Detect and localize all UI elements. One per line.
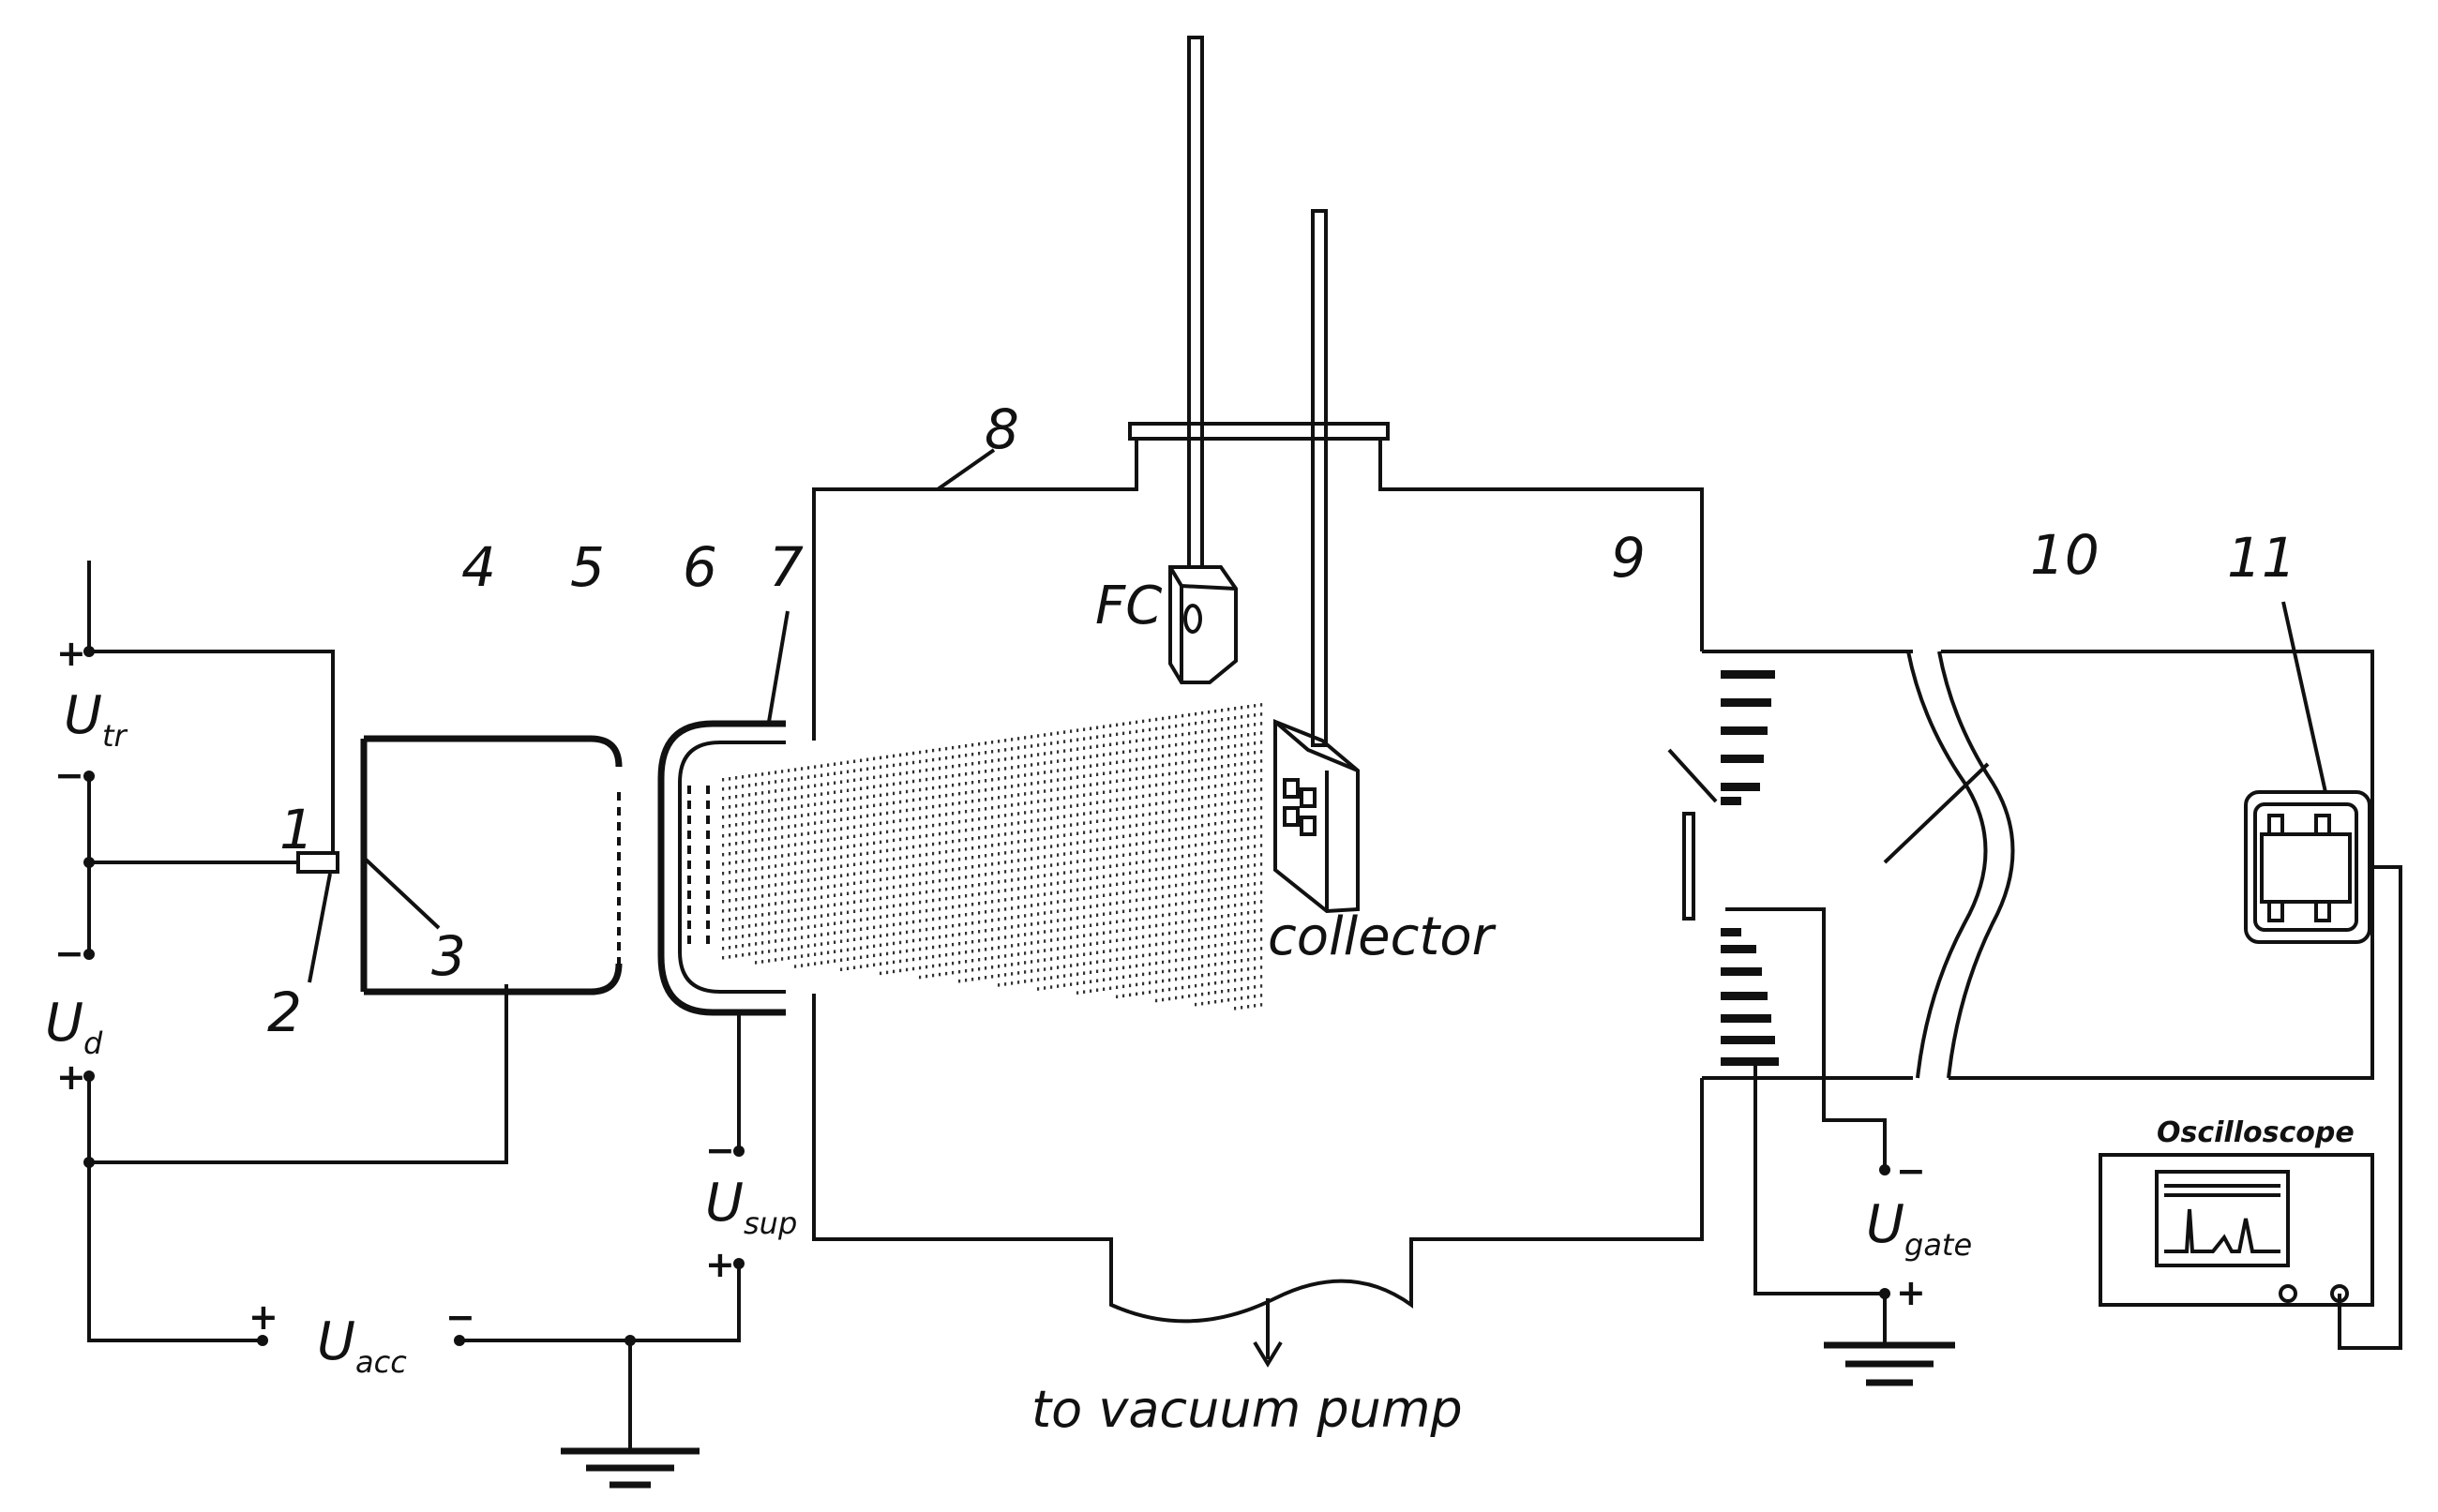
ud-label: Ud — [45, 993, 103, 1061]
gate-plate-bar — [1721, 797, 1741, 805]
oscilloscope — [2099, 1153, 2374, 1307]
gate-plate-bar — [1721, 726, 1768, 735]
ugate-minus-sign: − — [1896, 1150, 1926, 1191]
emitter-tip — [296, 851, 339, 874]
gate-plate-bar — [1721, 783, 1760, 791]
gate-plate-bar — [1721, 967, 1762, 976]
collector-label: collector — [1268, 906, 1497, 967]
gate-plate-bar — [1721, 928, 1741, 936]
label-2: 2 — [267, 981, 302, 1044]
utr-minus-sign: − — [54, 755, 84, 796]
label-7: 7 — [769, 535, 804, 599]
extraction-electrodes — [657, 720, 786, 1151]
top-flange — [1128, 422, 1390, 441]
faraday-cup — [1168, 36, 1238, 684]
ud-minus-sign: − — [54, 933, 84, 974]
usup-label: Usup — [705, 1173, 797, 1241]
terminal-utr-plus — [83, 646, 95, 657]
label-4: 4 — [461, 535, 496, 599]
vacuum-pump-label: to vacuum pump — [1031, 1380, 1463, 1439]
terminal-uacc-plus — [257, 1335, 268, 1346]
gate-plate-bar — [1721, 698, 1771, 707]
junction-node — [83, 857, 95, 868]
label-9: 9 — [1611, 526, 1646, 590]
gate-plate — [1682, 812, 1695, 921]
junction-node — [83, 1157, 95, 1168]
text-labels: 1 2 3 4 5 6 7 8 9 10 11 FC collector to … — [45, 397, 2355, 1439]
gate-plate-bar — [1721, 992, 1768, 1000]
terminal-ud-minus — [83, 949, 95, 960]
label-3: 3 — [431, 924, 466, 988]
uacc-plus-sign: + — [248, 1296, 278, 1338]
detector — [2244, 601, 2402, 1350]
collector — [1273, 209, 1360, 914]
gate-plate-bar — [1721, 945, 1756, 953]
ion-source — [296, 735, 623, 996]
label-1: 1 — [279, 798, 314, 861]
ion-beam — [722, 703, 1263, 1010]
terminal-ugate-plus — [1879, 1288, 1890, 1299]
terminal-utr-minus — [83, 771, 95, 782]
terminal-ud-plus — [83, 1070, 95, 1082]
utr-plus-sign: + — [56, 633, 86, 674]
faraday-cup-label: FC — [1095, 576, 1162, 636]
ugate-plus-sign: + — [1896, 1272, 1926, 1313]
number-leaders — [308, 610, 1718, 983]
label-10: 10 — [2030, 523, 2099, 587]
label-8: 8 — [985, 397, 1019, 461]
gate-plate-bar — [1721, 1036, 1775, 1044]
label-5: 5 — [570, 535, 605, 599]
uacc-minus-sign: − — [445, 1296, 475, 1338]
gate-plate-bar — [1721, 1057, 1779, 1066]
drift-tube — [1702, 650, 2374, 1080]
gate-plate-bar — [1721, 670, 1775, 679]
ud-plus-sign: + — [56, 1056, 86, 1098]
gate-plate-bar — [1721, 755, 1764, 763]
label-11: 11 — [2227, 526, 2296, 590]
ground-junction — [625, 1335, 636, 1346]
ugate-label: Ugate — [1866, 1194, 1972, 1263]
terminal-usup-plus — [733, 1258, 745, 1269]
gate-plate-bar — [1721, 1014, 1771, 1023]
terminal-ugate-minus — [1879, 1164, 1890, 1175]
label-6: 6 — [683, 535, 717, 599]
usup-minus-sign: − — [705, 1130, 735, 1171]
usup-plus-sign: + — [705, 1244, 735, 1285]
uacc-label: Uacc — [317, 1311, 407, 1380]
vacuum-chamber — [812, 422, 1704, 1368]
utr-label: Utr — [64, 685, 128, 754]
left-power-circuit — [83, 561, 745, 1489]
gate-plates — [1721, 670, 1779, 1066]
oscilloscope-label: Oscilloscope — [2157, 1116, 2355, 1149]
terminal-uacc-minus — [454, 1335, 465, 1346]
